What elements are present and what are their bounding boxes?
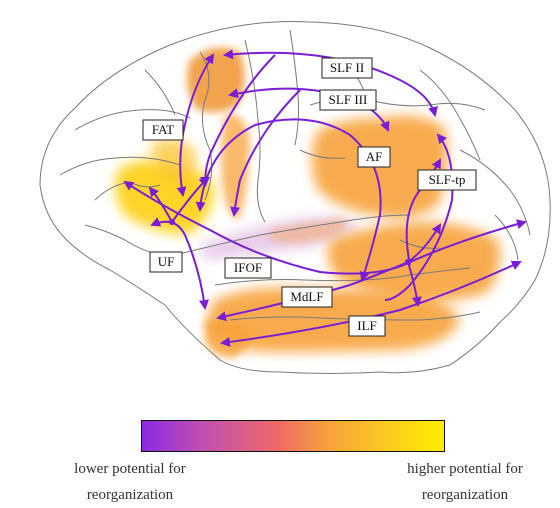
color-scale-bar [141,420,445,452]
svg-text:MdLF: MdLF [290,289,323,304]
svg-text:IFOF: IFOF [234,260,262,275]
sulcus-postcentral [289,29,300,146]
sulcus-central [244,39,266,223]
color-scale-gradient [142,421,444,451]
tract-ilf [220,260,522,347]
legend-low-label: lower potential for reorganization [40,456,220,508]
tract-temporal-branch [407,261,422,307]
tract-labels: SLF II SLF III FAT AF SLF-tp UF IFOF Md [142,57,477,337]
heat-region-temporal-upper [327,222,501,302]
legend-high-line-1: higher potential for [407,461,523,477]
svg-text:SLF-tp: SLF-tp [429,172,466,187]
svg-text:UF: UF [158,254,175,269]
svg-text:SLF II: SLF II [330,60,364,75]
label-mdlf: MdLF [281,286,333,308]
label-slf-iii: SLF III [319,89,377,111]
label-fat: FAT [142,119,184,141]
sulcus-inferior-frontal [59,156,181,176]
heat-region-superior-frontal [186,47,245,113]
label-slf-tp: SLF-tp [417,169,477,191]
legend-high-label: higher potential for reorganization [375,456,555,508]
label-af: AF [357,146,391,168]
legend-low-line-1: lower potential for [74,461,186,477]
svg-text:AF: AF [366,149,383,164]
label-ilf: ILF [348,315,386,337]
label-ifof: IFOF [224,257,272,279]
legend-low-line-2: reorganization [86,487,174,503]
legend-high-line-2: reorganization [421,487,509,503]
junction-node-temporal [405,259,411,265]
tract-uf [150,217,209,310]
label-slf-ii: SLF II [321,57,373,79]
tract-frontal-fan-1 [148,186,173,223]
sulcus-parietal-3 [299,149,346,159]
tract-slf-ii [223,49,438,117]
svg-text:ILF: ILF [357,318,377,333]
reorganization-heatmap [115,47,501,358]
tract-frontal-fan-2 [171,176,210,223]
sulcus-superior-frontal [74,109,191,131]
label-uf: UF [149,251,183,273]
sulcus-frontal-branch-2 [84,224,161,256]
sulcus-parietal-4 [459,149,531,236]
svg-text:FAT: FAT [152,122,174,137]
junction-node-frontal [169,219,175,225]
svg-text:SLF III: SLF III [329,92,368,107]
sulcus-frontal-branch-3 [144,69,176,116]
